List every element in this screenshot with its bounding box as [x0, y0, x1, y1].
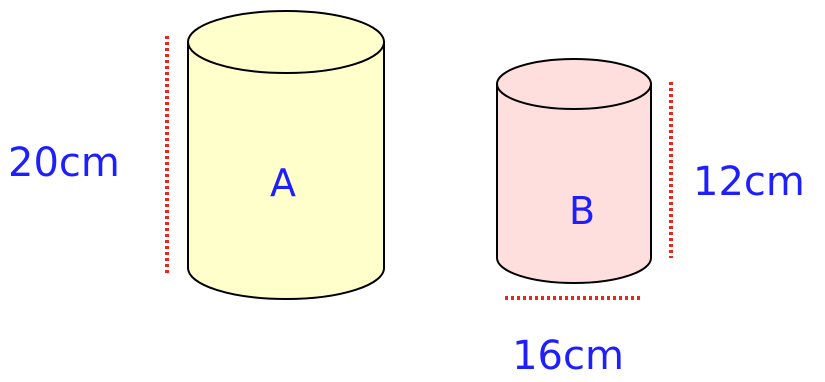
cylinder-b-label: B — [569, 189, 595, 233]
cylinder-a-body — [187, 41, 385, 300]
cylinder-a: A — [187, 10, 385, 300]
cylinder-b: B — [496, 58, 652, 284]
height-label-b: 12cm — [693, 159, 805, 205]
cylinder-b-top — [496, 58, 652, 110]
cylinder-a-label: A — [270, 161, 296, 205]
cylinder-a-top — [187, 10, 385, 74]
height-label-a: 20cm — [8, 140, 120, 186]
cylinder-b-body — [496, 83, 652, 284]
diameter-label-b: 16cm — [512, 333, 624, 379]
